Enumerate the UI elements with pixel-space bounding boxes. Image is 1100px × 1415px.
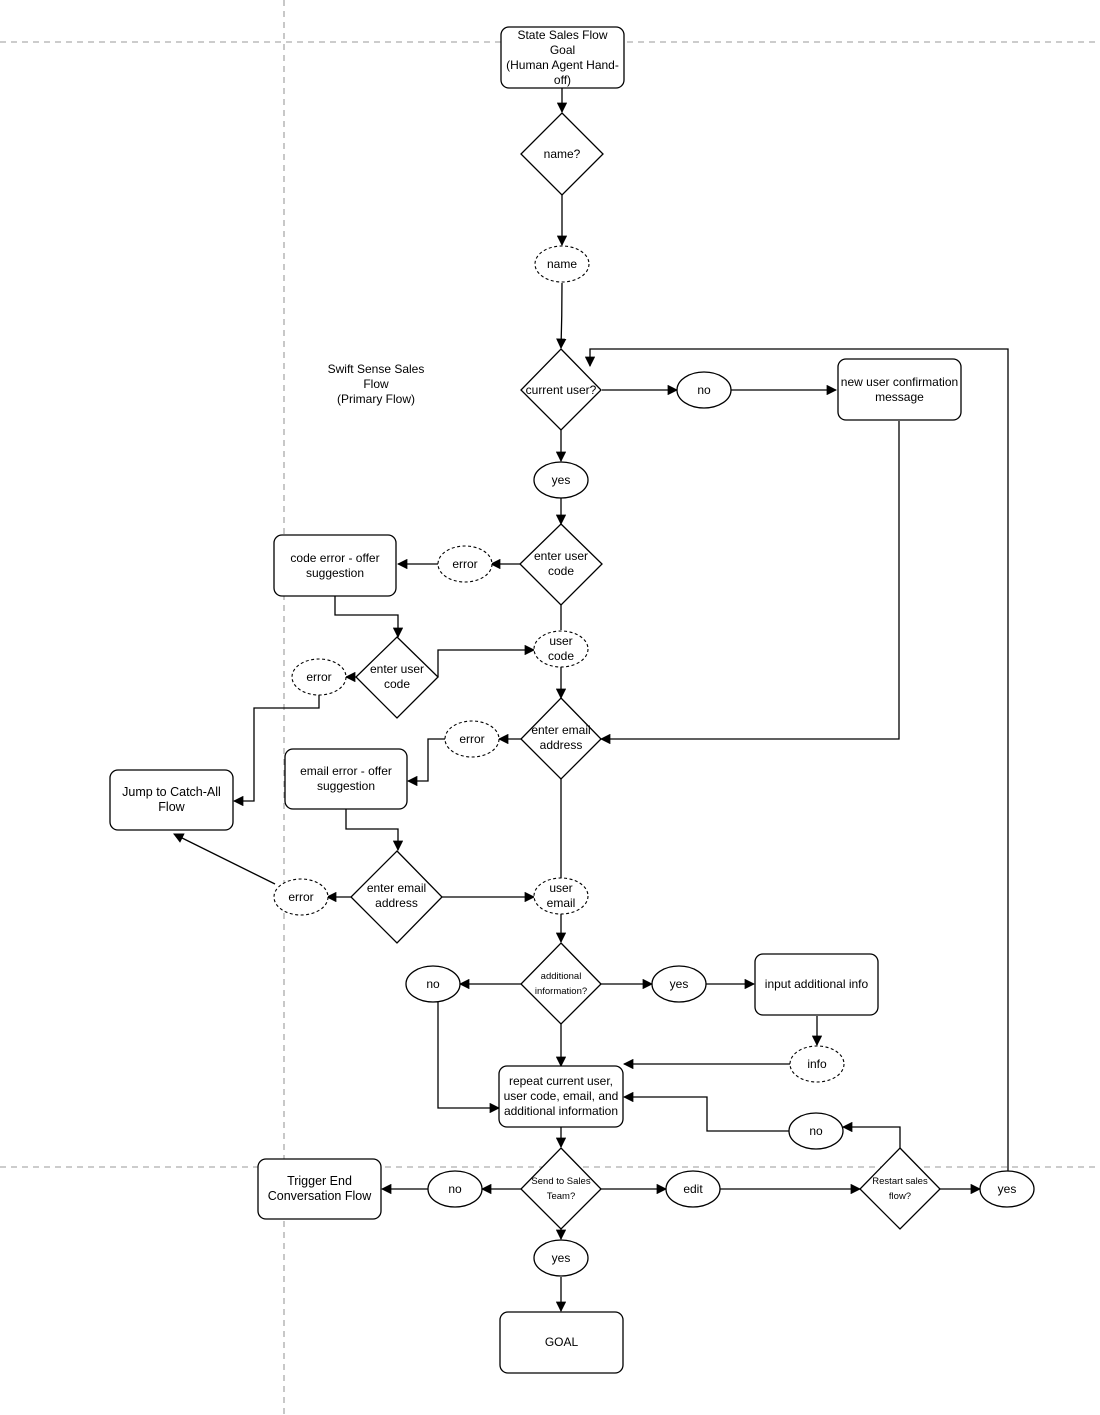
new-user-confirmation-box [837,358,962,421]
error-label-code-retry: error [306,669,332,684]
yes-label-current-user: yes [551,472,571,487]
new-user-confirmation-label: new user confirmation message [840,374,959,404]
no-label-restart: no [809,1123,823,1138]
yes-label-restart: yes [997,1181,1017,1196]
edit-label: edit [683,1181,703,1196]
yes-ellipse-restart [979,1170,1035,1208]
enter-email-diamond [520,697,602,780]
name-label: name [546,256,578,271]
yes-ellipse-send [533,1239,589,1277]
enter-user-code-retry-label: enter user code [369,662,425,691]
code-error-label: code error - offer suggestion [290,550,380,580]
code-error-box [273,534,397,597]
repeat-info-label: repeat current user, user code, email, a… [503,1074,619,1118]
catch-all-box [109,769,234,831]
no-label-current-user: no [697,382,711,397]
swift-sense-note: Swift Sense Sales Flow (Primary Flow) [327,362,425,406]
trigger-end-box [257,1158,382,1220]
enter-user-code-retry-diamond [355,636,439,719]
name-question-diamond [520,112,604,196]
restart-sales-diamond [859,1147,941,1230]
enter-email-retry-label: enter email address [366,881,427,910]
yes-ellipse-current-user [533,461,589,499]
current-user-diamond [520,348,602,431]
input-additional-info-label: input additional info [764,977,869,991]
enter-user-code-label: enter user code [533,549,589,578]
yes-label-send: yes [551,1250,571,1265]
name-question-label: name? [543,146,581,161]
name-ellipse [534,245,590,283]
user-email-ellipse [533,877,589,915]
error-ellipse-email [444,720,500,758]
enter-email-label: enter email address [531,723,591,752]
info-ellipse [789,1045,845,1083]
goal-header-label: State Sales Flow Goal (Human Agent Hand-… [506,27,619,87]
no-ellipse-send [427,1170,483,1208]
enter-email-retry-diamond [350,850,443,944]
additional-info-diamond [520,942,602,1025]
error-label-email: error [459,731,485,746]
enter-user-code-diamond [519,523,603,606]
catch-all-label: Jump to Catch-All Flow [122,785,221,814]
additional-info-label: additional information? [534,971,588,997]
no-ellipse-current-user [676,371,732,409]
goal-label: GOAL [544,1335,579,1349]
no-label-additional: no [426,976,440,991]
error-ellipse-code-retry [291,658,347,696]
user-email-label: user email [546,881,576,910]
input-additional-info-box [754,953,879,1016]
email-error-label: email error - offer suggestion [300,764,392,793]
edit-ellipse [665,1170,721,1208]
yes-ellipse-additional [651,965,707,1003]
trigger-end-label: Trigger End Conversation Flow [267,1174,372,1203]
error-label-code: error [452,556,478,571]
restart-sales-label: Restart sales flow? [872,1176,928,1202]
email-error-box [284,748,408,810]
current-user-label: current user? [525,382,597,397]
yes-label-additional: yes [669,976,689,991]
error-label-email-retry: error [288,889,314,904]
user-code-ellipse [533,630,589,668]
goal-box [499,1311,624,1374]
send-to-sales-diamond [520,1147,602,1230]
no-ellipse-additional [405,965,461,1003]
goal-header-box [500,26,625,89]
no-ellipse-restart [788,1112,844,1150]
flowchart-edges [173,88,1009,1313]
error-ellipse-code [437,545,493,583]
error-ellipse-email-retry [273,878,329,916]
repeat-info-box [498,1065,624,1128]
info-label: info [807,1056,827,1071]
no-label-send: no [448,1181,462,1196]
user-code-label: user code [547,634,575,663]
send-to-sales-label: Send to Sales Team? [531,1176,591,1202]
